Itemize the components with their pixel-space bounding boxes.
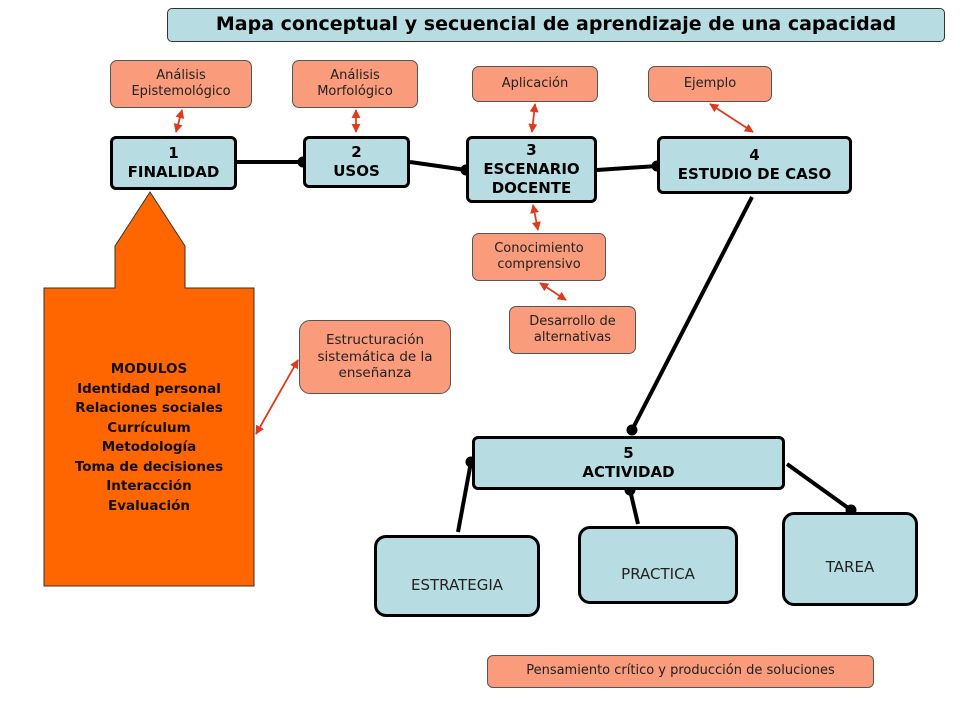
note-ejemplo: Ejemplo	[648, 66, 772, 102]
stage-estudio-de-caso: 4 ESTUDIO DE CASO	[657, 136, 852, 194]
connector-actividad-tarea	[785, 462, 853, 512]
activity-tarea: TAREA	[782, 512, 918, 606]
note-conocimiento-comprensivo: Conocimiento comprensivo	[472, 233, 606, 281]
modulo-item: Metodología	[101, 439, 197, 455]
stage-escenario-docente: 3 ESCENARIO DOCENTE	[466, 136, 597, 203]
connector-estudio-actividad	[630, 196, 754, 431]
modulo-item: Interacción	[106, 478, 192, 494]
modulos-heading: MODULOS	[110, 361, 188, 377]
connector-escenario-estudio	[596, 164, 658, 172]
note-pensamiento-critico: Pensamiento crítico y producción de solu…	[487, 655, 874, 688]
modulo-item: Relaciones sociales	[75, 400, 223, 416]
note-analisis-epistemologico: Análisis Epistemológico	[110, 60, 252, 108]
stage-usos: 2 USOS	[303, 136, 410, 188]
arrow-escenario-conocimiento	[530, 204, 541, 231]
connector-usos-escenario	[409, 160, 467, 172]
connector-practica-actividad	[628, 489, 640, 525]
page-title: Mapa conceptual y secuencial de aprendiz…	[167, 8, 945, 42]
note-desarrollo-alternativas: Desarrollo de alternativas	[509, 306, 636, 354]
connector-estrategia-actividad	[456, 461, 473, 533]
arrow-epistemologico-finalidad	[173, 109, 185, 133]
arrow-conocimiento-desarrollo	[539, 282, 567, 301]
note-analisis-morfologico: Análisis Morfológico	[292, 60, 418, 108]
note-aplicacion: Aplicación	[472, 66, 598, 102]
activity-practica: PRACTICA	[578, 526, 738, 604]
arrow-modulos-estructuracion	[255, 359, 299, 435]
note-estructuracion-sistematica: Estructuración sistemática de la enseñan…	[299, 320, 451, 394]
modulos-list: MODULOS Identidad personal Relaciones so…	[44, 360, 254, 516]
modulo-item: Toma de decisiones	[74, 458, 224, 475]
activity-estrategia: ESTRATEGIA	[374, 535, 540, 617]
arrow-aplicacion-escenario	[528, 103, 539, 133]
modulos-arrow	[43, 191, 255, 587]
modulo-item: Currículum	[107, 419, 191, 436]
arrow-ejemplo-estudio	[709, 103, 754, 133]
stage-finalidad: 1 FINALIDAD	[110, 136, 237, 190]
modulo-item: Identidad personal	[77, 380, 221, 397]
stage-actividad: 5 ACTIVIDAD	[472, 436, 785, 490]
modulo-item: Evaluación	[108, 497, 190, 514]
